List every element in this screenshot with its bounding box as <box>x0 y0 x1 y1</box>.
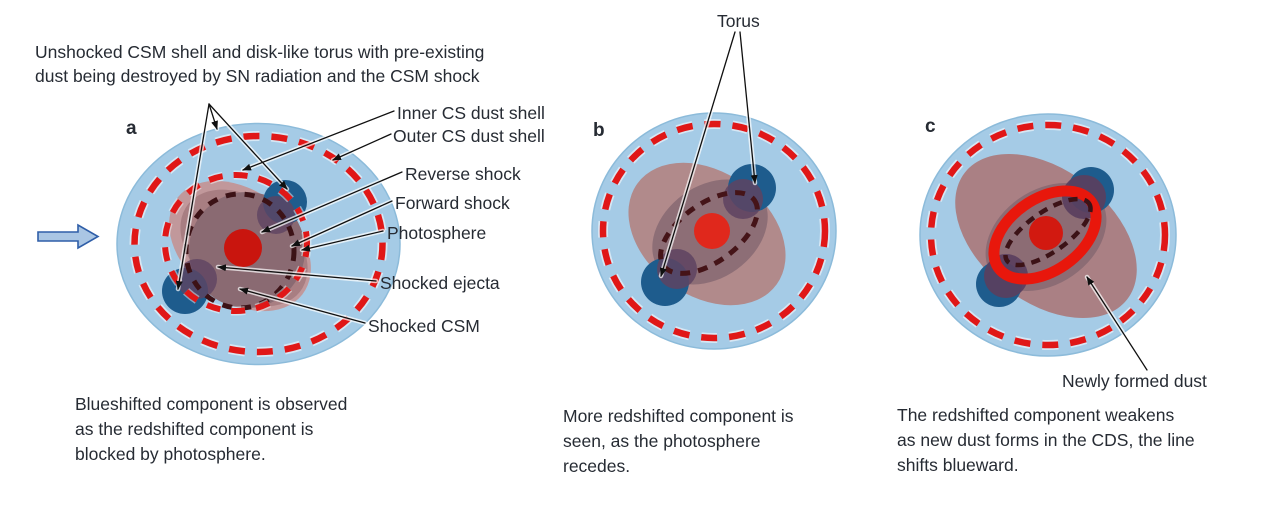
panel-letter-b: b <box>593 120 605 141</box>
inner-cs-dust-shell-label: Inner CS dust shell <box>397 103 545 123</box>
newly-formed-dust-label: Newly formed dust <box>1062 371 1207 391</box>
panel-b-caption-line3: recedes. <box>563 456 631 476</box>
reverse-shock-pointer <box>261 171 403 233</box>
outer-cs-dust-shell-label: Outer CS dust shell <box>393 126 545 146</box>
newly-formed-dust-ring-c <box>988 185 1102 285</box>
torus-pointer-sw <box>659 31 736 277</box>
torus-label: Torus <box>717 11 760 31</box>
panel-b-diagram <box>591 112 837 350</box>
panel-letter-a: a <box>126 118 137 139</box>
panel-a-caption-line2: as the redshifted component is <box>75 419 314 439</box>
direction-arrow-icon <box>37 223 100 250</box>
inner-cs-dust-shell-ring-a <box>162 172 310 314</box>
shocked-csm-pointer <box>239 287 366 324</box>
forward-shock-pointer <box>291 200 393 247</box>
photosphere-core-b <box>694 213 730 249</box>
newly-formed-dust-pointer <box>1086 276 1148 371</box>
panel-a-caption-line1: Blueshifted component is observed <box>75 394 348 414</box>
panel-c-caption-line2: as new dust forms in the CDS, the line <box>897 430 1195 450</box>
panel-a-caption: Blueshifted component is observed as the… <box>75 392 347 467</box>
photosphere-pointer <box>301 230 384 252</box>
cs-dust-shell-ring-c <box>927 121 1169 349</box>
torus-pointer-ne <box>739 31 758 184</box>
torus-dashed-ring-b <box>658 190 760 276</box>
torus-dust-clump-ne-shadow-b <box>723 179 763 219</box>
panel-c-caption-line1: The redshifted component weakens <box>897 405 1175 425</box>
shocked-ejecta-label: Shocked ejecta <box>380 273 500 293</box>
figure-description-line1: Unshocked CSM shell and disk-like torus … <box>35 42 485 62</box>
panel-letter-c: c <box>925 116 936 137</box>
figure-description: Unshocked CSM shell and disk-like torus … <box>35 40 484 88</box>
panel-c-diagram <box>919 113 1177 357</box>
photosphere-label: Photosphere <box>387 223 487 243</box>
outer-cs-dust-shell-pointer <box>332 133 392 161</box>
torus-dashed-ring-c <box>1003 196 1093 268</box>
photosphere-core-a <box>224 229 262 267</box>
panel-b-caption-line1: More redshifted component is <box>563 406 794 426</box>
panel-b-caption: More redshifted component is seen, as th… <box>563 404 794 479</box>
shocked-csm-label: Shocked CSM <box>368 316 480 336</box>
outer-cs-dust-shell-ring-a <box>131 132 386 356</box>
panel-a-caption-line3: blocked by photosphere. <box>75 444 266 464</box>
inner-cs-dust-shell-pointer <box>242 110 395 171</box>
cs-dust-shell-ring-b <box>599 120 829 342</box>
unshocked-csm-pointer-1 <box>208 103 218 130</box>
figure-description-line2: dust being destroyed by SN radiation and… <box>35 66 480 86</box>
panel-a-diagram <box>116 122 401 366</box>
torus-dust-clump-ne-shadow-a <box>257 196 295 234</box>
panel-c-caption-line3: shifts blueward. <box>897 455 1019 475</box>
pointer-lines <box>175 29 1150 373</box>
forward-shock-label: Forward shock <box>395 193 510 213</box>
photosphere-core-c <box>1029 216 1063 250</box>
shocked-ejecta-pointer <box>217 264 377 282</box>
unshocked-csm-pointer-3 <box>175 103 210 290</box>
panel-b-caption-line2: seen, as the photosphere <box>563 431 761 451</box>
panel-c-caption: The redshifted component weakens as new … <box>897 403 1195 478</box>
unshocked-csm-pointer-2 <box>208 103 288 190</box>
reverse-shock-label: Reverse shock <box>405 164 521 184</box>
